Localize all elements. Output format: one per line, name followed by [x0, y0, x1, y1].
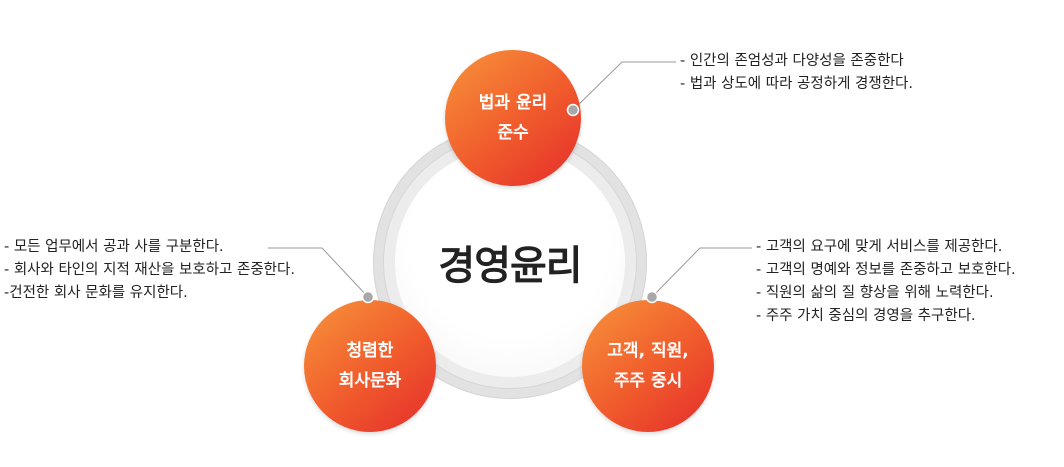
description-line: - 모든 업무에서 공과 사를 구분한다.	[4, 239, 224, 255]
description-top: - 인간의 존엄성과 다양성을 존중한다 - 법과 상도에 따라 공정하게 경쟁…	[680, 50, 913, 96]
description-line: - 직원의 삶의 질 향상을 위해 노력한다.	[756, 285, 994, 301]
node-label: 회사문화	[338, 371, 402, 391]
description-right: - 고객의 요구에 맞게 서비스를 제공한다. - 고객의 명예와 정보를 존중…	[756, 236, 1016, 328]
description-line: - 회사와 타인의 지적 재산을 보호하고 존중한다.	[4, 262, 295, 278]
connector-right	[651, 247, 752, 298]
dot-top	[566, 103, 580, 117]
description-line: -건전한 회사 문화를 유지한다.	[4, 285, 188, 301]
description-line: - 주주 가치 중심의 경영을 추구한다.	[756, 308, 976, 324]
description-line: - 인간의 존엄성과 다양성을 존중한다	[680, 53, 904, 69]
dot-left	[361, 290, 375, 304]
connector-left	[268, 247, 369, 298]
description-line: - 고객의 명예와 정보를 존중하고 보호한다.	[756, 262, 1016, 278]
node-label: 고객, 직원,	[607, 341, 689, 361]
description-line: - 고객의 요구에 맞게 서비스를 제공한다.	[756, 239, 1003, 255]
dot-right	[645, 290, 659, 304]
node-label: 주주 중시	[613, 371, 683, 391]
description-line: - 법과 상도에 따라 공정하게 경쟁한다.	[680, 76, 913, 92]
node-stakeholders: 고객, 직원, 주주 중시	[582, 300, 714, 432]
node-label: 준수	[497, 123, 529, 143]
node-label: 청렴한	[346, 341, 394, 361]
node-label: 법과 윤리	[478, 93, 548, 113]
connector-top	[572, 61, 676, 111]
description-left: - 모든 업무에서 공과 사를 구분한다. - 회사와 타인의 지적 재산을 보…	[4, 236, 295, 305]
center-title: 경영윤리	[438, 243, 582, 289]
